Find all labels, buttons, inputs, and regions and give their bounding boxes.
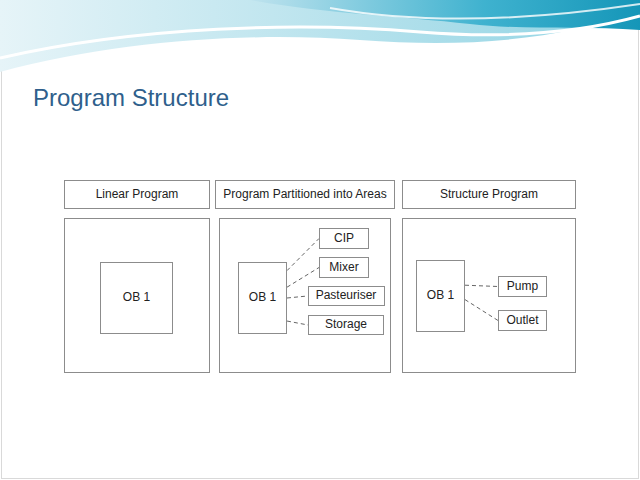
block-box: OB 1: [238, 262, 287, 334]
dashed-connector: [465, 285, 498, 286]
box-label: OB 1: [427, 289, 454, 303]
area-box: Storage: [308, 315, 384, 335]
box-label: OB 1: [123, 291, 150, 305]
box-label: Program Partitioned into Areas: [223, 188, 386, 202]
box-label: OB 1: [249, 291, 276, 305]
box-label: Storage: [325, 318, 367, 332]
header-box: Linear Program: [64, 180, 210, 209]
wave-line: [330, 4, 640, 19]
box-label: Linear Program: [96, 188, 179, 202]
dashed-connector: [287, 239, 319, 271]
slide-title: Program Structure: [33, 84, 229, 112]
header-box: Program Partitioned into Areas: [215, 180, 395, 209]
dashed-connector: [287, 296, 308, 298]
box-label: Outlet: [506, 314, 538, 328]
box-label: Pasteuriser: [316, 289, 377, 303]
box-label: CIP: [334, 232, 354, 246]
box-label: Pump: [507, 280, 538, 294]
dashed-connector: [465, 300, 498, 321]
block-box: OB 1: [416, 260, 465, 332]
function-box: Outlet: [498, 310, 547, 331]
header-box: Structure Program: [402, 180, 576, 209]
wave-line: [0, 16, 640, 58]
block-box: OB 1: [100, 262, 173, 334]
wave-dark: [250, 0, 640, 30]
dashed-connector: [287, 268, 319, 288]
box-label: Structure Program: [440, 188, 538, 202]
dashed-connector: [287, 321, 308, 325]
wave-light: [0, 0, 640, 72]
function-box: Pump: [498, 276, 547, 297]
area-box: Mixer: [319, 257, 369, 278]
area-box: CIP: [319, 228, 369, 249]
box-label: Mixer: [329, 261, 358, 275]
area-box: Pasteuriser: [308, 286, 385, 306]
